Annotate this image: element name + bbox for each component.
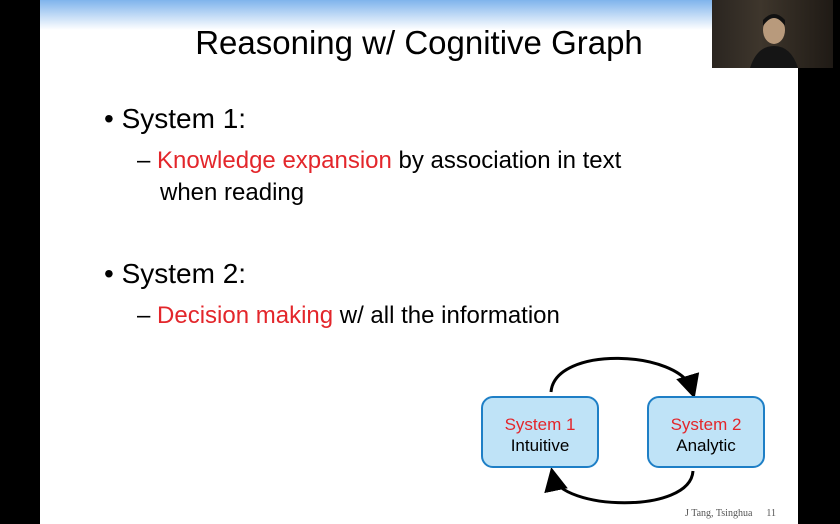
sub-bullet-system-1: – Knowledge expansion by association in … <box>137 147 622 206</box>
slide-title: Reasoning w/ Cognitive Graph <box>195 24 643 61</box>
presentation-slide: Reasoning w/ Cognitive Graph • System 1:… <box>40 0 798 524</box>
highlight-text: Decision making <box>157 302 334 329</box>
cycle-arrows <box>544 356 700 505</box>
page-number: 11 <box>766 508 777 519</box>
box-title: System 1 <box>504 415 576 434</box>
sub-text-line2: when reading <box>160 179 305 206</box>
bullet-system-2: • System 2: <box>104 258 247 289</box>
bullet-label: System 2: <box>121 258 247 289</box>
system-1-box: System 1 Intuitive <box>481 396 599 468</box>
box-title: System 2 <box>670 415 742 434</box>
box-subtitle: Intuitive <box>510 436 570 455</box>
sub-text: by association in text <box>391 147 622 174</box>
arrow-bottom <box>544 467 695 505</box>
arrow-top <box>549 356 700 399</box>
sub-bullet-system-2: – Decision making w/ all the information <box>137 302 560 329</box>
presenter-avatar-icon <box>750 14 798 68</box>
highlight-text: Knowledge expansion <box>157 147 392 174</box>
bullet-label: System 1: <box>121 103 247 134</box>
footer-author: J Tang, Tsinghua <box>685 508 753 519</box>
webcam-video <box>712 0 833 68</box>
bullet-system-1: • System 1: <box>104 103 247 134</box>
system-2-box: System 2 Analytic <box>647 396 765 468</box>
box-subtitle: Analytic <box>676 436 736 455</box>
slide-footer: J Tang, Tsinghua 11 <box>685 508 776 519</box>
sub-text: w/ all the information <box>333 302 560 329</box>
slide-header-gradient <box>40 0 798 30</box>
